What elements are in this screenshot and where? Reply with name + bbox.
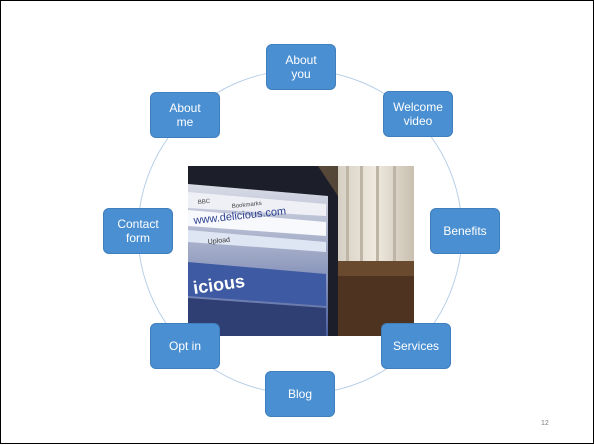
page-number: 12	[541, 420, 549, 427]
node-welcome-video: Welcome video	[383, 91, 453, 137]
node-blog-label: Blog	[287, 387, 313, 401]
node-opt-in: Opt in	[150, 323, 220, 369]
node-opt-in-label: Opt in	[168, 339, 201, 353]
node-blog: Blog	[265, 371, 335, 417]
node-about-you: About you	[266, 44, 336, 90]
node-welcome-video-label: Welcome video	[393, 100, 443, 128]
node-services-label: Services	[392, 339, 439, 353]
node-contact-form: Contact form	[103, 208, 173, 254]
node-services: Services	[381, 323, 451, 369]
node-about-you-label: About you	[285, 53, 317, 81]
node-benefits: Benefits	[430, 208, 500, 254]
photo-bbc-text: BBC	[198, 199, 212, 206]
browser-photo: www.delicious.com BBC Bookmarks Upload i…	[188, 166, 414, 336]
node-about-me-label: About me	[169, 101, 201, 129]
node-about-me: About me	[150, 92, 220, 138]
photo-bookmarks-text: Bookmarks	[232, 201, 262, 210]
browser-photo-illustration: www.delicious.com BBC Bookmarks Upload i…	[188, 166, 414, 336]
node-contact-form-label: Contact form	[117, 217, 159, 245]
node-benefits-label: Benefits	[443, 224, 487, 238]
photo-upload-text: Upload	[207, 237, 230, 246]
